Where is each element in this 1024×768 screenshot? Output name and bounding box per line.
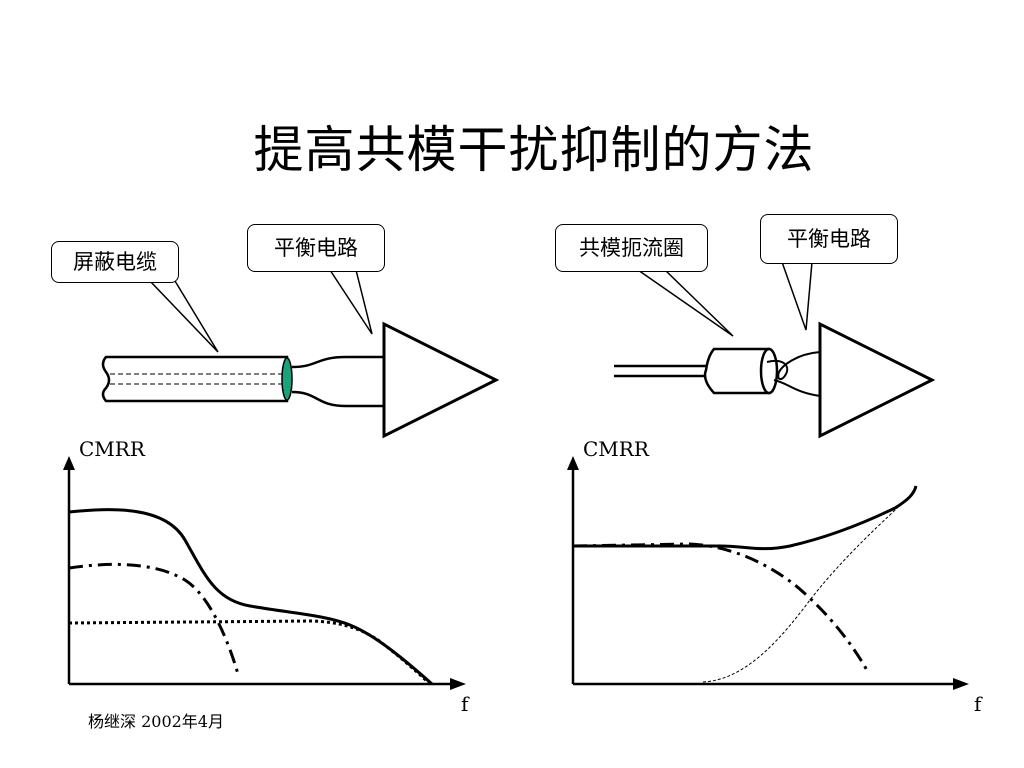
balanced-callout-tail-left: [328, 269, 373, 335]
cable-lead-top: [291, 355, 384, 369]
cable-shield-end: [281, 357, 293, 401]
shield-callout-tail: [148, 280, 219, 353]
balanced-callout-tail-right: [780, 261, 813, 331]
choke-core-face: [759, 347, 779, 395]
left-curve-shield-only: [68, 562, 240, 675]
callout-tails-left: [148, 269, 373, 353]
choke-callout-tail: [635, 269, 734, 337]
callout-shielded-cable: 屏蔽电缆: [51, 241, 179, 283]
right-curve-balanced-only: [572, 542, 870, 673]
left-chart: [63, 456, 466, 690]
left-curve-balanced-only: [68, 619, 432, 686]
cable-lead-bottom: [291, 390, 384, 408]
left-x-arrow: [450, 678, 466, 690]
left-x-axis-label: f: [461, 692, 469, 716]
callout-balanced-circuit-left: 平衡电路: [247, 224, 385, 272]
shielded-cable: [101, 355, 384, 408]
amplifier-triangle-left: [382, 321, 500, 439]
amplifier-triangle-right: [818, 321, 936, 439]
choke-core-body: [703, 347, 771, 395]
callout-common-mode-choke: 共模扼流圈: [555, 224, 708, 272]
choke-lead-bottom: [773, 379, 821, 397]
right-curve-combined: [573, 485, 918, 551]
slide-title: 提高共模干扰抑制的方法: [253, 121, 815, 179]
right-y-axis-label: CMRR: [583, 437, 649, 461]
cable-body: [101, 355, 289, 403]
right-x-arrow: [953, 678, 969, 690]
left-curve-combined: [68, 508, 433, 686]
left-y-arrow: [63, 456, 75, 470]
choke-assembly: [614, 347, 821, 397]
callout-balanced-circuit-right: 平衡电路: [760, 214, 898, 264]
callout-tails-right: [635, 261, 813, 337]
left-y-axis-label: CMRR: [79, 437, 145, 461]
right-chart: [567, 456, 969, 690]
right-curve-choke-only: [702, 493, 913, 683]
footer-author-date: 杨继深 2002年4月: [88, 712, 224, 731]
choke-winding: [766, 351, 821, 380]
right-y-arrow: [567, 456, 579, 470]
right-x-axis-label: f: [974, 692, 982, 716]
